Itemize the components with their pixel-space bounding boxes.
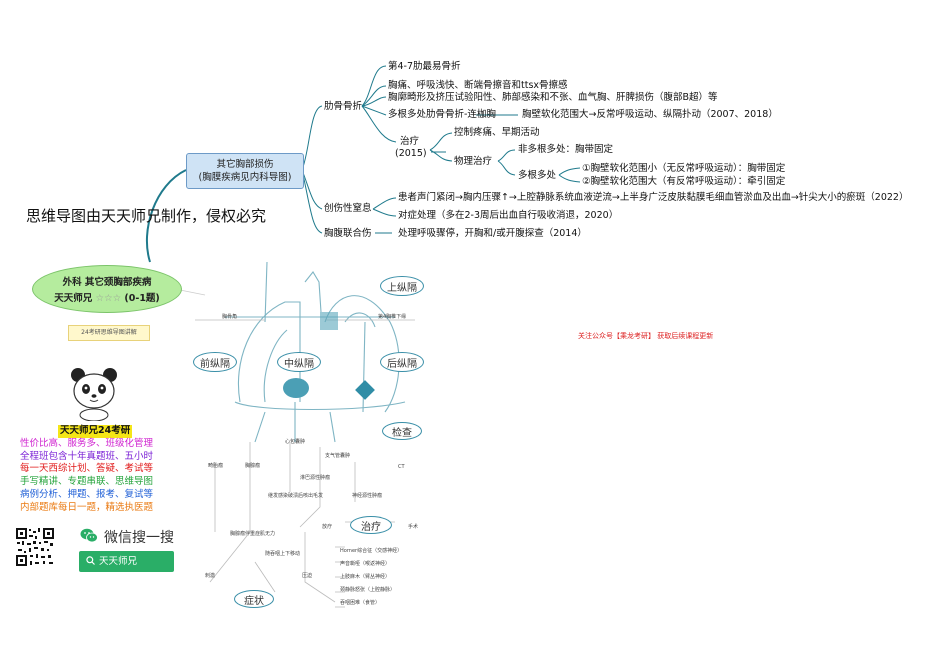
promo-block: 天天师兄24考研 性价比高、服务多、班级化管理 全程班包含十年真题班、五小时 每… [20, 425, 153, 515]
central-topic-subtitle: 天天师兄 ☆☆☆ (0-1题) [54, 290, 160, 304]
lecture-badge: 24考研思维导图讲解 [68, 325, 150, 341]
rib-item-3: 胸廓畸形及挤压试验阳性、肺部感染和不张、血气胸、肝脾损伤（腹部B超）等 [388, 92, 718, 103]
promo-line: 全程班包含十年真题班、五小时 [20, 450, 154, 462]
panda-mascot-icon [71, 368, 117, 421]
label-upper-mediastinum: 上纵隔 [380, 276, 424, 296]
promo-line: 每一天西综计划、答疑、考试等 [20, 463, 154, 475]
promo-line: 内部题库每日一题，精选执医题 [20, 501, 154, 513]
wechat-icon [80, 528, 98, 543]
branch-rib-fracture: 肋骨骨折 [324, 101, 363, 112]
central-topic-title: 外科 其它颈胸部疾病 [62, 277, 152, 288]
small-label: 畸胎瘤 [208, 463, 224, 469]
promo-line: 病例分析、押题、报考、复试等 [20, 488, 154, 500]
small-label: 胸骨角 [222, 314, 238, 320]
multi-large-range: ②胸壁软化范围大（有反常呼吸运动）：牵引固定 [582, 176, 786, 187]
small-label: 继发感染破溃后咳出毛发 [268, 493, 324, 499]
small-label: 上肢麻木（臂丛神经） [340, 574, 391, 580]
small-label: 第4胸椎下缘 [378, 314, 407, 320]
flail-chest-desc: 胸壁软化范围大→反常呼吸运动、纵隔扑动（2007、2018） [522, 109, 778, 120]
physical-treatment-label: 物理治疗 [454, 156, 493, 167]
multi-fracture-label: 多根多处 [518, 170, 557, 181]
label-exam: 检查 [382, 422, 422, 440]
branch-thoracoabdominal: 胸腹联合伤 [324, 228, 372, 239]
label-symptoms: 症状 [234, 590, 274, 608]
topic-title: 其它胸部损伤 [216, 159, 274, 170]
small-label: 淋巴源性肿瘤 [300, 475, 331, 481]
multi-small-range: ①胸壁软化范围小（无反常呼吸运动）：胸带固定 [582, 163, 786, 174]
branch-traumatic-asphyxia: 创伤性窒息 [324, 203, 372, 214]
label-middle-mediastinum: 中纵隔 [277, 352, 321, 372]
flail-chest-label: 多根多处肋骨骨折-连枷胸 [388, 109, 496, 120]
topic-subtitle: (胸膜疾病见内科导图) [198, 172, 292, 183]
small-label: 心包囊肿 [285, 439, 306, 445]
rib-item-1: 第4-7肋最易骨折 [388, 61, 461, 72]
search-icon [86, 556, 95, 565]
small-label: CT [398, 464, 405, 470]
promo-line: 性价比高、服务多、班级化管理 [20, 437, 154, 449]
treatment-control: 控制疼痛、早期活动 [454, 127, 540, 138]
qr-code-icon[interactable] [15, 527, 55, 567]
thoracoabdominal-desc: 处理呼吸骤停，开胸和/或开腹探查（2014） [398, 228, 587, 239]
promo-line: 手写精讲、专题串联、思维导图 [20, 476, 154, 488]
question-count: (0-1题) [124, 293, 160, 304]
rib-item-2: 胸痛、呼吸浅快、断端骨擦音和ttsx骨擦感 [388, 80, 568, 91]
small-label: 随吞咽上下移动 [265, 551, 301, 557]
author-name: 天天师兄 [54, 293, 93, 304]
small-label: 刺激 [205, 573, 216, 579]
small-label: 放疗 [322, 524, 333, 530]
topic-node-chest-injury: 其它胸部损伤 (胸膜疾病见内科导图) [186, 153, 304, 189]
copyright-notice: 思维导图由天天师兄制作，侵权必究 [26, 207, 267, 225]
small-label: 神经源性肿瘤 [352, 493, 383, 499]
central-topic-node: 外科 其它颈胸部疾病 天天师兄 ☆☆☆ (0-1题) [32, 265, 182, 313]
wechat-search-query: 天天师兄 [99, 556, 138, 567]
treatment-year: (2015) [395, 148, 427, 159]
single-fracture-treatment: 非多根多处：胸带固定 [518, 144, 614, 155]
asphyxia-desc: 患者声门紧闭→胸内压骤↑→上腔静脉系统血液逆流→上半身广泛皮肤黏膜毛细血管淤血及… [398, 192, 909, 203]
small-label: 颈静脉怒张（上腔静脉） [340, 587, 396, 593]
wechat-search-label: 微信搜一搜 [104, 530, 174, 546]
asphyxia-treatment: 对症处理（多在2-3周后出血自行吸收消退，2020） [398, 210, 619, 221]
label-treatment: 治疗 [350, 516, 392, 534]
small-label: 吞咽困难（食管） [340, 600, 381, 606]
label-anterior-mediastinum: 前纵隔 [193, 352, 237, 372]
mediastinum-illustration [195, 262, 415, 608]
follow-notice: 关注公众号【乘龙考研】 获取后续课程更新 [578, 332, 714, 340]
label-posterior-mediastinum: 后纵隔 [380, 352, 424, 372]
small-label: 声音嘶哑（喉返神经） [340, 561, 391, 567]
small-label: 胸腺瘤 [245, 463, 261, 469]
small-label: 手术 [408, 524, 419, 530]
treatment-label: 治疗 [400, 136, 420, 147]
small-label: 支气管囊肿 [325, 453, 351, 459]
small-label: 压迫 [302, 573, 313, 579]
rating-stars: ☆☆☆ [95, 293, 122, 304]
small-label: Horner综合征（交感神经） [340, 548, 403, 554]
small-label: 胸腺瘤伴重症肌无力 [230, 531, 276, 537]
promo-title: 天天师兄24考研 [58, 425, 133, 438]
wechat-search-button[interactable]: 天天师兄 [79, 551, 174, 572]
